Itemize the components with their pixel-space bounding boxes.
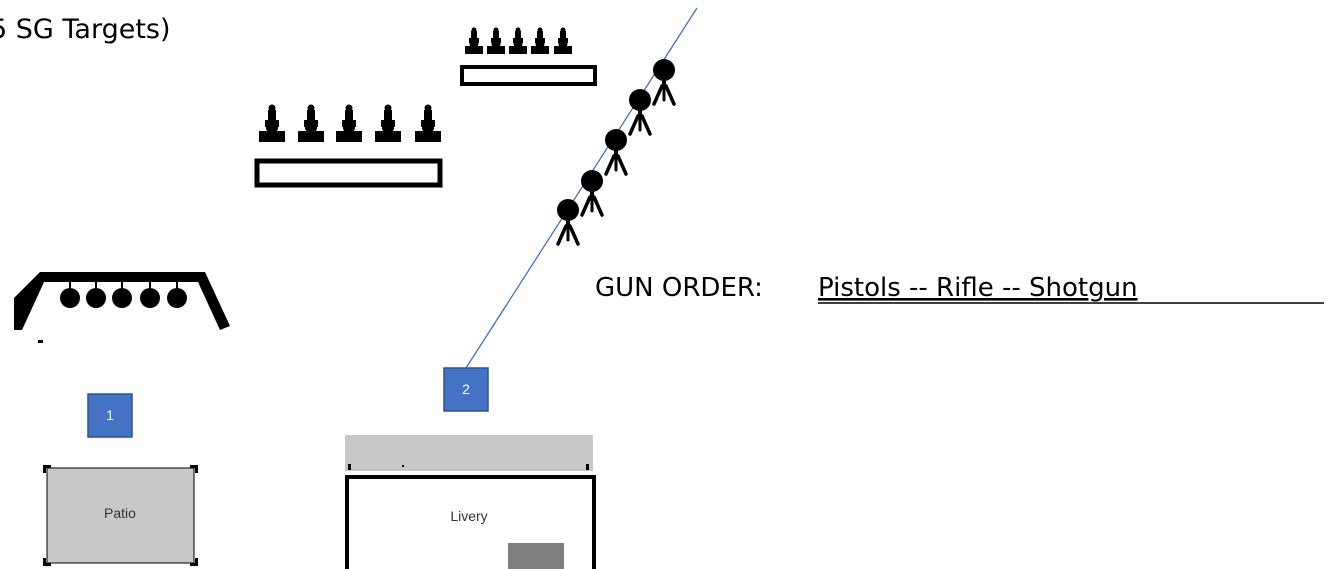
hanging-target-frame xyxy=(14,272,230,343)
plate-target-icon xyxy=(60,282,187,308)
target-rack-bar xyxy=(460,65,597,86)
header-text: 5 SG Targets) xyxy=(0,14,171,45)
livery-label: Livery xyxy=(450,508,487,524)
popper-target-icon xyxy=(627,87,653,136)
knockdown-target-icon xyxy=(336,104,362,142)
knockdown-target-icon xyxy=(531,27,549,54)
target-rack-bar xyxy=(254,158,443,188)
position-marker-2: 2 xyxy=(443,367,489,412)
position-number: 1 xyxy=(106,407,114,423)
popper-target-icon xyxy=(579,168,605,217)
knockdown-target-icon xyxy=(298,104,324,142)
knockdown-target-icon xyxy=(509,27,527,54)
patio-structure: Patio xyxy=(43,465,198,566)
patio-label: Patio xyxy=(104,505,136,521)
shotgun-target-rack-lower xyxy=(254,104,443,188)
shotgun-target-rack-upper xyxy=(460,27,597,86)
popper-target-icon xyxy=(603,127,629,176)
gun-order-label: GUN ORDER: xyxy=(595,273,763,303)
knockdown-target-icon xyxy=(259,104,285,142)
popper-target-icon xyxy=(651,57,677,106)
knockdown-target-icon xyxy=(415,104,441,142)
knockdown-target-icon xyxy=(554,27,572,54)
gun-order-sequence: Pistols -- Rifle -- Shotgun xyxy=(818,273,1138,303)
rifle-targets xyxy=(555,57,677,246)
knockdown-target-icon xyxy=(465,27,483,54)
position-number: 2 xyxy=(462,381,470,397)
knockdown-target-icon xyxy=(375,104,401,142)
livery-door xyxy=(508,543,564,569)
livery-roof xyxy=(345,435,593,471)
knockdown-target-icon xyxy=(487,27,505,54)
livery-structure: Livery xyxy=(345,435,596,569)
position-marker-1: 1 xyxy=(87,393,133,438)
